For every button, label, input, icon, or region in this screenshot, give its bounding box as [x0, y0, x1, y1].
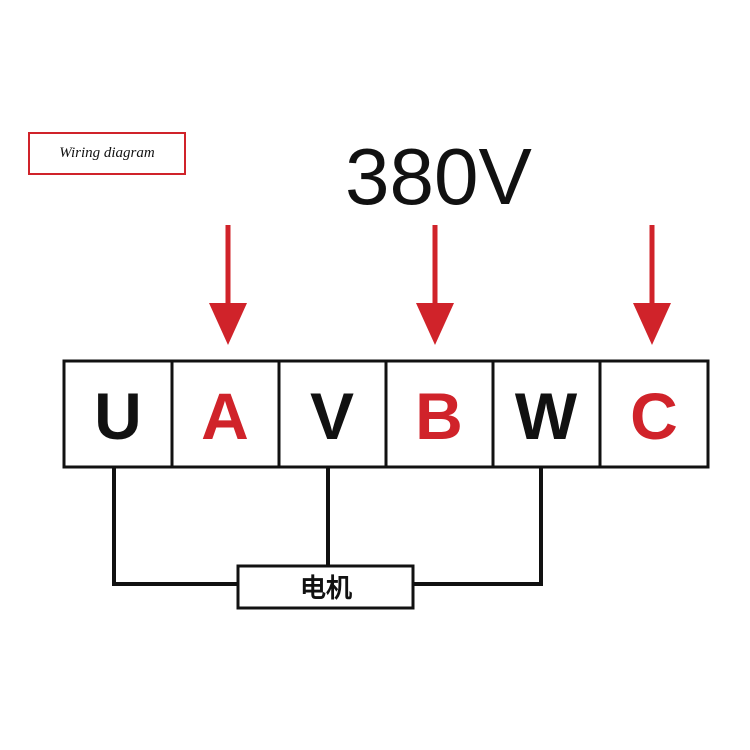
supply-arrow-b	[416, 225, 454, 345]
wire-w	[413, 467, 543, 586]
terminal-u-label: U	[94, 379, 142, 453]
terminal-v-label: V	[310, 379, 354, 453]
motor-wires	[112, 467, 543, 586]
terminal-c-label: C	[630, 379, 678, 453]
wire-u	[112, 467, 238, 586]
motor-label: 电机	[300, 574, 352, 604]
terminal-a-label: A	[201, 379, 249, 453]
motor-box: 电机	[236, 564, 415, 610]
diagram-title-box: Wiring diagram	[28, 132, 186, 175]
terminal-block: U A V B W C	[62, 359, 710, 469]
terminal-w-label: W	[515, 379, 578, 453]
voltage-label: 380V	[345, 132, 532, 221]
diagram-title: Wiring diagram	[59, 145, 155, 161]
supply-arrow-c	[633, 225, 671, 345]
supply-arrow-a	[209, 225, 247, 345]
terminal-b-label: B	[415, 379, 463, 453]
